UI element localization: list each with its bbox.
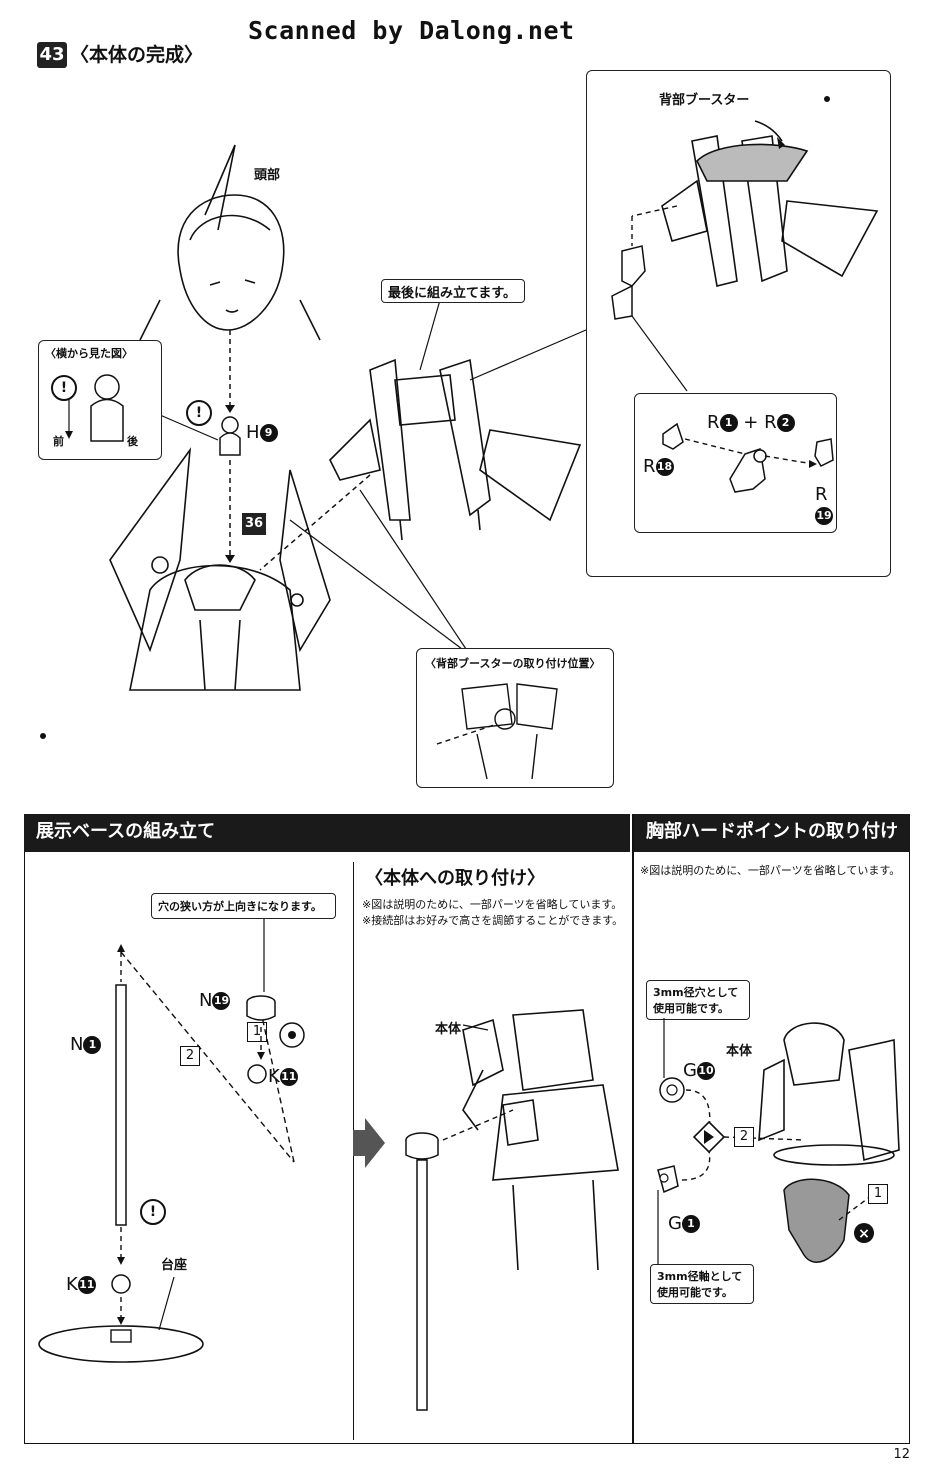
watermark-text: Scanned by Dalong.net: [248, 16, 575, 45]
part-number-badge: 11: [279, 1068, 298, 1086]
chest-step-1-box: 1: [868, 1184, 888, 1204]
n19-label: N19: [199, 990, 231, 1011]
section-divider: [632, 814, 634, 1444]
side-view-box: 〈横から見た図〉 ! 前 後: [38, 340, 162, 460]
part-letter: K: [268, 1066, 280, 1087]
part-letter: G: [683, 1060, 697, 1081]
part-letter: R: [643, 456, 656, 477]
attach-figure: [353, 1009, 619, 1411]
part-number-badge: 19: [815, 507, 833, 525]
dot-mark: [40, 733, 46, 739]
ref-step-badge: 36: [242, 513, 266, 535]
base-assembly-figure: [38, 912, 305, 1363]
step-title: 〈本体の完成〉: [70, 44, 204, 66]
back-booster-label: 背部ブースター: [659, 93, 750, 108]
assemble-last-text: 最後に組み立てます。: [388, 286, 517, 301]
booster-detail-box: 背部ブースター R: [586, 70, 891, 577]
part-number-badge: 18: [655, 458, 674, 476]
r18-label: R18: [643, 456, 674, 477]
shaft-use-line1: 3mm径軸として: [657, 1270, 743, 1283]
side-view-figure: [65, 374, 124, 442]
booster-detail-figure: [611, 96, 879, 392]
attach-note-2: ※接続部はお好みで高さを調節することができます。: [362, 914, 624, 927]
part-number-badge: 10: [696, 1062, 715, 1080]
chest-body-label: 本体: [726, 1044, 753, 1059]
warning-icon: !: [51, 375, 77, 401]
plus-sign: +: [743, 412, 759, 433]
body-label: 本体: [435, 1022, 462, 1037]
part-number-badge: 9: [259, 424, 278, 442]
part-number-badge: 1: [719, 414, 738, 432]
part-number-badge: 1: [681, 1215, 700, 1233]
part-number-badge: 1: [83, 1036, 102, 1054]
part-letter: H: [246, 422, 260, 443]
attach-note-1: ※図は説明のために、一部パーツを省略しています。: [362, 898, 623, 911]
svg-text:×: ×: [858, 1226, 870, 1242]
part-letter: G: [668, 1213, 682, 1234]
r19-label: R 19: [815, 484, 836, 526]
chest-note: ※図は説明のために、一部パーツを省略しています。: [640, 864, 901, 877]
chest-figure: ×: [657, 1018, 900, 1265]
part-letter: R: [764, 412, 777, 433]
pedestal-label: 台座: [161, 1258, 188, 1273]
g10-label: G10: [683, 1060, 715, 1081]
warning-icon: !: [186, 400, 212, 426]
bottom-frame: [24, 852, 910, 1444]
part-letter: K: [66, 1274, 78, 1295]
step-2-box: 2: [180, 1046, 200, 1066]
chest-section-header: 胸部ハードポイントの取り付け: [634, 814, 910, 852]
part-number-badge: 11: [77, 1276, 96, 1294]
hole-note-callout: 穴の狭い方が上向きになります。: [151, 893, 336, 919]
booster-position-figure: [436, 683, 558, 780]
hole-use-line2: 使用可能です。: [653, 1002, 729, 1015]
hole-use-line1: 3mm径穴として: [653, 986, 739, 999]
booster-position-label: 〈背部ブースターの取り付け位置〉: [425, 657, 601, 670]
part-number-badge: 19: [212, 992, 231, 1010]
base-section-header: 展示ベースの組み立て: [24, 814, 630, 852]
attach-title: 〈本体への取り付け〉: [365, 868, 545, 889]
back-label: 後: [127, 435, 138, 448]
chest-step-2-box: 2: [734, 1127, 754, 1147]
upper-illustration: [109, 144, 587, 691]
step-number: 43: [37, 42, 67, 68]
shaft-use-callout: 3mm径軸として 使用可能です。: [650, 1264, 754, 1304]
k11-label: K11: [268, 1066, 298, 1087]
head-label: 頭部: [254, 168, 281, 183]
assemble-last-callout: 最後に組み立てます。: [381, 279, 525, 303]
side-view-label: 〈横から見た図〉: [45, 347, 133, 360]
page-number: 12: [893, 1447, 910, 1462]
step-1-box: 1: [247, 1022, 267, 1042]
part-letter: N: [199, 990, 213, 1011]
parts-detail-figure: [662, 422, 834, 493]
booster-position-box: 〈背部ブースターの取り付け位置〉: [416, 648, 614, 788]
front-label: 前: [53, 435, 64, 448]
part-number-badge: 2: [776, 414, 795, 432]
hole-use-callout: 3mm径穴として 使用可能です。: [646, 980, 750, 1020]
part-letter: R: [707, 412, 720, 433]
k11-bottom-label: K11: [66, 1274, 96, 1295]
warning-icon: !: [140, 1199, 166, 1225]
hole-note-text: 穴の狭い方が上向きになります。: [158, 900, 322, 913]
part-letter: N: [70, 1034, 84, 1055]
part-letter: R: [815, 484, 828, 505]
shaft-use-line2: 使用可能です。: [657, 1286, 733, 1299]
